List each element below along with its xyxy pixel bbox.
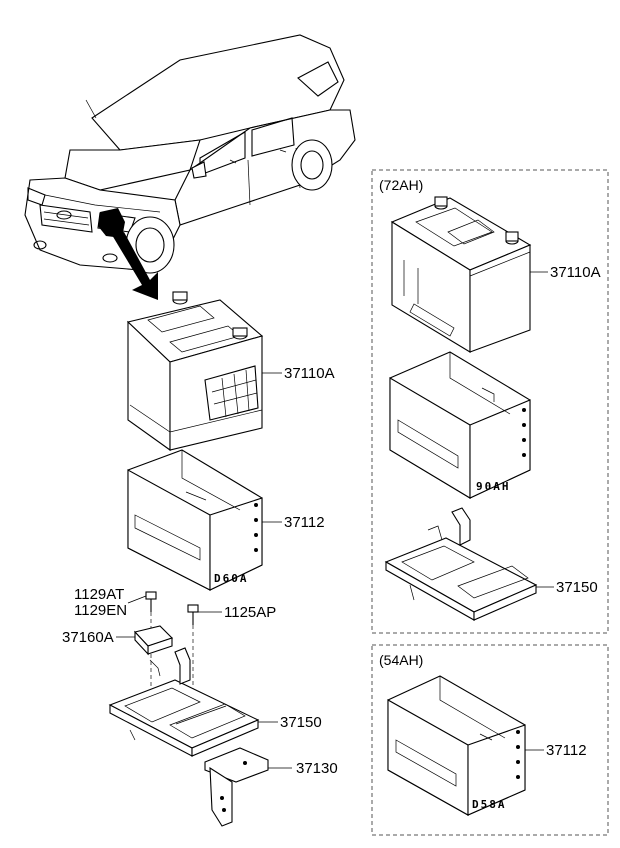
label-bracket-lower: 37130 — [296, 760, 338, 777]
battery-main-illustration — [126, 291, 264, 452]
label-bolt-b: 1129EN — [74, 602, 127, 619]
stamp-tray-72ah: 90AH — [476, 480, 511, 493]
label-bracket-main: 37150 — [280, 714, 322, 731]
bolt-c-illustration — [187, 604, 199, 690]
label-battery-main: 37110A — [284, 365, 335, 382]
vehicle-illustration — [24, 34, 356, 300]
stamp-tray-54ah: D58A — [472, 798, 507, 811]
tray-72ah-illustration — [389, 351, 531, 499]
tray-54ah-illustration — [387, 675, 526, 816]
clamp-illustration — [133, 625, 174, 656]
label-clamp: 37160A — [62, 629, 114, 646]
label-bolt-c: 1125AP — [224, 604, 276, 621]
bracket-72ah-illustration — [384, 507, 538, 621]
bracket-lower-illustration — [204, 747, 269, 827]
stamp-tray-main: D60A — [214, 572, 249, 585]
label-tray-54ah: 37112 — [546, 742, 587, 759]
label-battery-72ah: 37110A — [550, 264, 601, 281]
label-bracket-72ah: 37150 — [556, 579, 598, 596]
label-group-54ah: (54AH) — [379, 652, 423, 668]
battery-72ah-illustration — [390, 196, 532, 353]
label-group-72ah: (72AH) — [379, 177, 423, 193]
bracket-main-illustration — [108, 647, 260, 757]
label-tray-main: 37112 — [284, 514, 325, 531]
label-bolt-a: 1129AT — [74, 586, 124, 603]
group-54ah-frame — [371, 644, 609, 836]
tray-main-illustration — [127, 449, 263, 591]
